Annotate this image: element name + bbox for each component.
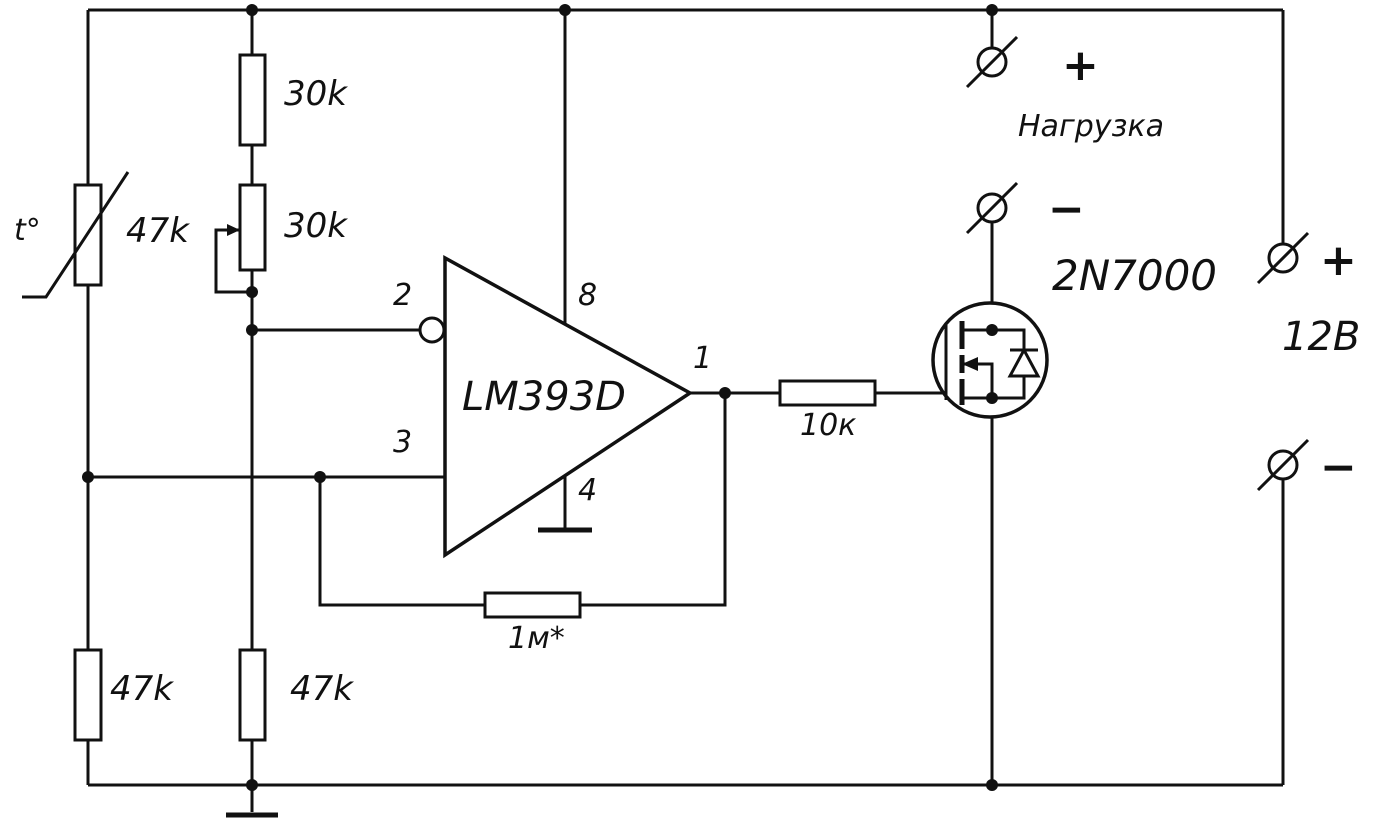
components <box>22 35 1310 742</box>
comparator-triangle <box>443 255 694 559</box>
supply-minus-sign: − <box>1320 442 1357 493</box>
supply-plus-sign: + <box>1320 235 1357 286</box>
resistor-feedback <box>483 591 582 619</box>
resistor-feedback-value: 1м* <box>508 621 565 656</box>
ic-name: LM393D <box>462 374 626 420</box>
resistor-gate <box>778 379 877 407</box>
supply-plus-slash <box>1256 231 1310 285</box>
pin1-label: 1 <box>693 341 712 376</box>
pin2-label: 2 <box>393 278 412 313</box>
resistor-bottom-mid-value: 47k <box>290 669 354 709</box>
resistor-divider-top <box>238 53 267 147</box>
mosfet-symbol <box>931 301 1049 419</box>
load-label: Нагрузка <box>1018 109 1164 144</box>
resistor-gate-value: 10к <box>800 408 856 443</box>
load-plus-slash <box>965 35 1019 89</box>
pin3-label: 3 <box>393 425 412 460</box>
resistor-bottom-left-value: 47k <box>110 669 174 709</box>
labels: t° 47k 30k 30k 47k 47k 2 3 8 4 1 LM393D … <box>14 40 1360 709</box>
supply-voltage: 12В <box>1282 314 1360 360</box>
load-minus-sign: − <box>1048 184 1085 235</box>
resistor-bottom-left <box>73 648 103 742</box>
thermistor-label: t° <box>14 213 41 248</box>
wiper-arrow-icon <box>227 224 240 236</box>
trimmer-body <box>238 183 267 272</box>
resistor-divider-top-value: 30k <box>284 74 348 114</box>
body-diode-leads <box>992 328 1026 400</box>
trimmer-value: 30k <box>284 206 348 246</box>
pin4-label: 4 <box>578 473 597 508</box>
mosfet-name: 2N7000 <box>1052 251 1217 300</box>
supply-minus-slash <box>1256 438 1310 492</box>
load-minus-slash <box>965 181 1019 235</box>
terminals <box>965 35 1310 492</box>
mosfet-body-arrow-icon <box>962 357 978 371</box>
inverting-bubble-icon <box>418 316 446 344</box>
thermistor-diagonal-icon <box>22 171 130 299</box>
junction-dots <box>82 4 998 791</box>
load-plus-sign: + <box>1062 40 1099 91</box>
thermistor-value: 47k <box>126 211 190 251</box>
pin8-label: 8 <box>578 278 597 313</box>
resistor-bottom-mid <box>238 648 267 742</box>
body-diode-triangle-icon <box>1007 346 1041 378</box>
